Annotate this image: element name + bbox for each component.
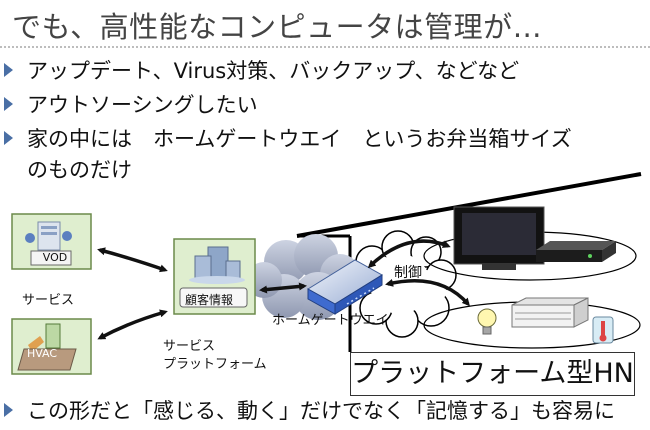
bullet-text-1: アップデート、Virus対策、バックアップ、などなど (27, 59, 520, 83)
gateway-to-appliances-arrow (385, 278, 470, 307)
flat-tv-icon (453, 206, 545, 270)
vod-service-box (11, 213, 92, 270)
hvac-to-platform-arrow (97, 309, 168, 340)
title-divider (0, 46, 650, 48)
service-platform-box (173, 238, 256, 315)
bullet-item-4: この形だと「感じる、動く」だけでなく「記憶する」も容易に (4, 396, 615, 426)
dvd-recorder-icon (536, 241, 616, 262)
platform-label-line1: サービス (163, 339, 216, 354)
bullet-item-2: アウトソーシングしたい (4, 90, 258, 120)
services-label: サービス (22, 293, 75, 308)
vod-label: VOD (42, 251, 68, 264)
light-bulb-icon (477, 308, 497, 335)
bullet-text-3-continuation: のものだけ (27, 158, 132, 182)
gateway-label: ホームゲートウエイ (272, 313, 389, 328)
hvac-label: HVAC (26, 347, 58, 360)
vod-to-platform-arrow (97, 247, 168, 273)
bullet-text-2: アウトソーシングしたい (27, 93, 258, 117)
hvac-service-box (11, 318, 92, 375)
bullet-marker-icon (4, 131, 13, 145)
platform-to-gateway-arrow (259, 282, 307, 294)
customer-info-label: 顧客情報 (185, 293, 234, 307)
control-label: 制御 (394, 265, 422, 281)
platform-hn-label: プラットフォーム型HN (350, 352, 635, 396)
connection-arrows (97, 239, 470, 340)
bullet-marker-icon (4, 403, 13, 417)
air-conditioner-icon (511, 297, 589, 328)
bullet-marker-icon (4, 97, 13, 111)
platform-label-line2: プラットフォーム (163, 357, 267, 372)
thermometer-icon (592, 316, 614, 344)
bullet-text-4: この形だと「感じる、動く」だけでなく「記憶する」も容易に (27, 399, 615, 423)
bullet-item-3: 家の中には ホームゲートウエイ というお弁当箱サイズ (4, 124, 572, 154)
home-gateway-icon (307, 259, 383, 315)
gateway-to-tv-arrow (367, 239, 451, 269)
bullet-marker-icon (4, 63, 13, 77)
page-title: でも、高性能なコンピュータは管理が… (12, 10, 543, 44)
bullet-text-3: 家の中には ホームゲートウエイ というお弁当箱サイズ (27, 127, 572, 151)
bullet-item-1: アップデート、Virus対策、バックアップ、などなど (4, 56, 519, 86)
